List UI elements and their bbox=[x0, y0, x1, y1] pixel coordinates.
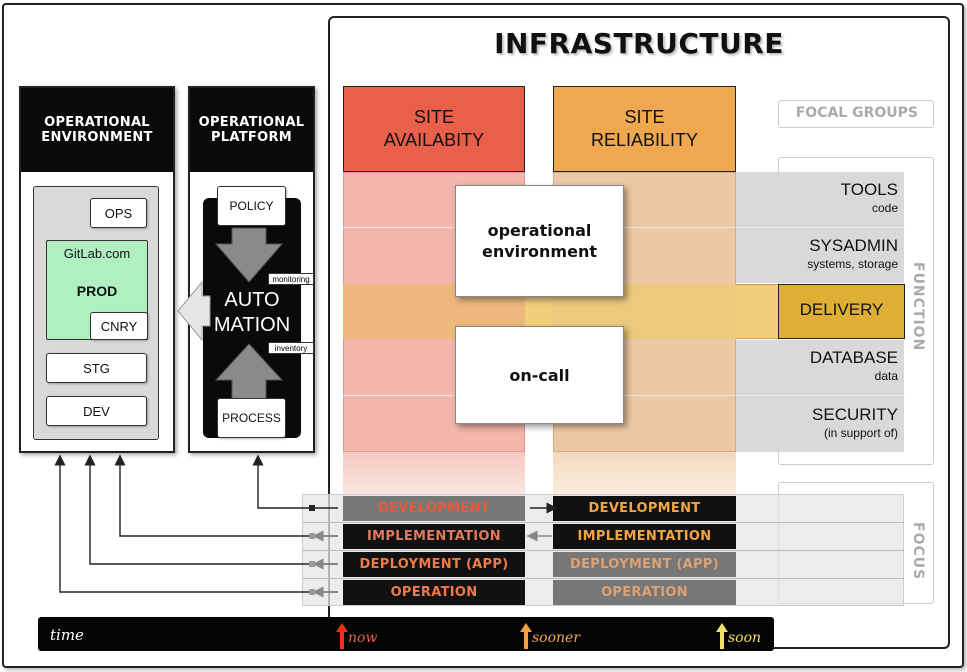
process-box: PROCESS bbox=[217, 398, 286, 438]
cnry-box: CNRY bbox=[90, 312, 148, 340]
operation-to-dev-arrow bbox=[54, 454, 338, 593]
stg-box: STG bbox=[46, 353, 147, 383]
focus-row-line-2 bbox=[302, 550, 904, 551]
delivery-highlight bbox=[778, 284, 905, 339]
availability-operation: OPERATION bbox=[343, 580, 525, 605]
focus-row-line-3 bbox=[302, 578, 904, 579]
automation-label: AUTO MATION bbox=[213, 289, 291, 336]
implementation-to-ops-arrow bbox=[114, 454, 338, 537]
reliability-operation: OPERATION bbox=[553, 580, 736, 605]
timeline-soon-label: soon bbox=[728, 630, 762, 646]
reliability-deployment: DEPLOYMENT (APP) bbox=[553, 552, 736, 577]
function-row-divider-2 bbox=[343, 395, 905, 396]
infrastructure-title: INFRASTRUCTURE bbox=[494, 27, 784, 60]
left-arrow-icon bbox=[177, 280, 211, 342]
reliability-implementation: IMPLEMENTATION bbox=[553, 524, 736, 549]
site-availability-header: SITE AVAILABITY bbox=[343, 86, 525, 172]
timeline-bar bbox=[38, 617, 774, 651]
availability-development: DEVELOPMENT bbox=[343, 496, 525, 521]
gitlab-label: GitLab.com bbox=[63, 246, 131, 261]
timeline-arrows bbox=[336, 623, 728, 649]
deployment-to-stg-arrow bbox=[84, 454, 338, 565]
function-vertical-label: FUNCTION bbox=[910, 262, 926, 352]
focal-groups-label: FOCAL GROUPS bbox=[795, 105, 918, 121]
now-arrow-icon bbox=[336, 623, 348, 649]
monitoring-tag: monitoring bbox=[268, 273, 314, 285]
security-row bbox=[736, 396, 904, 452]
dev-box: DEV bbox=[46, 396, 147, 426]
reliability-column-fade bbox=[553, 452, 736, 496]
site-reliability-header: SITE RELIABILITY bbox=[553, 86, 736, 172]
inventory-tag: inventory bbox=[268, 342, 314, 354]
focus-row-line-1 bbox=[302, 522, 904, 523]
policy-box: POLICY bbox=[217, 186, 286, 226]
on-call-card: on-call bbox=[455, 326, 624, 424]
diagram-frame bbox=[2, 3, 964, 668]
ops-box: OPS bbox=[90, 198, 147, 228]
operational-environment-header: OPERATIONAL ENVIRONMENT bbox=[21, 88, 173, 172]
timeline-sooner-label: sooner bbox=[532, 630, 581, 646]
database-row bbox=[736, 340, 904, 395]
up-arrow-icon bbox=[214, 343, 284, 401]
focus-vertical-label: FOCUS bbox=[910, 522, 926, 581]
sysadmin-row bbox=[736, 228, 904, 283]
prod-label: PROD bbox=[76, 283, 118, 299]
timeline-now-label: now bbox=[348, 630, 378, 646]
function-security: SECURITY(in support of) bbox=[812, 405, 898, 440]
reliability-development: DEVELOPMENT bbox=[553, 496, 736, 521]
down-arrow-icon bbox=[214, 227, 284, 283]
sooner-arrow-icon bbox=[520, 623, 532, 649]
timeline-time-label: time bbox=[50, 626, 84, 644]
function-row-divider-1 bbox=[343, 227, 905, 228]
availability-implementation: IMPLEMENTATION bbox=[343, 524, 525, 549]
development-to-platform-arrow bbox=[252, 454, 338, 509]
soon-arrow-icon bbox=[716, 623, 728, 649]
availability-column-fade bbox=[343, 452, 525, 496]
operational-platform-header: OPERATIONAL PLATFORM bbox=[190, 88, 313, 172]
platform-arrows bbox=[177, 227, 284, 401]
operational-environment-card: operational environment bbox=[455, 185, 624, 297]
availability-deployment: DEPLOYMENT (APP) bbox=[343, 552, 525, 577]
tools-row bbox=[736, 172, 904, 227]
focal-groups-box bbox=[778, 100, 934, 128]
function-delivery: DELIVERY bbox=[799, 300, 884, 319]
